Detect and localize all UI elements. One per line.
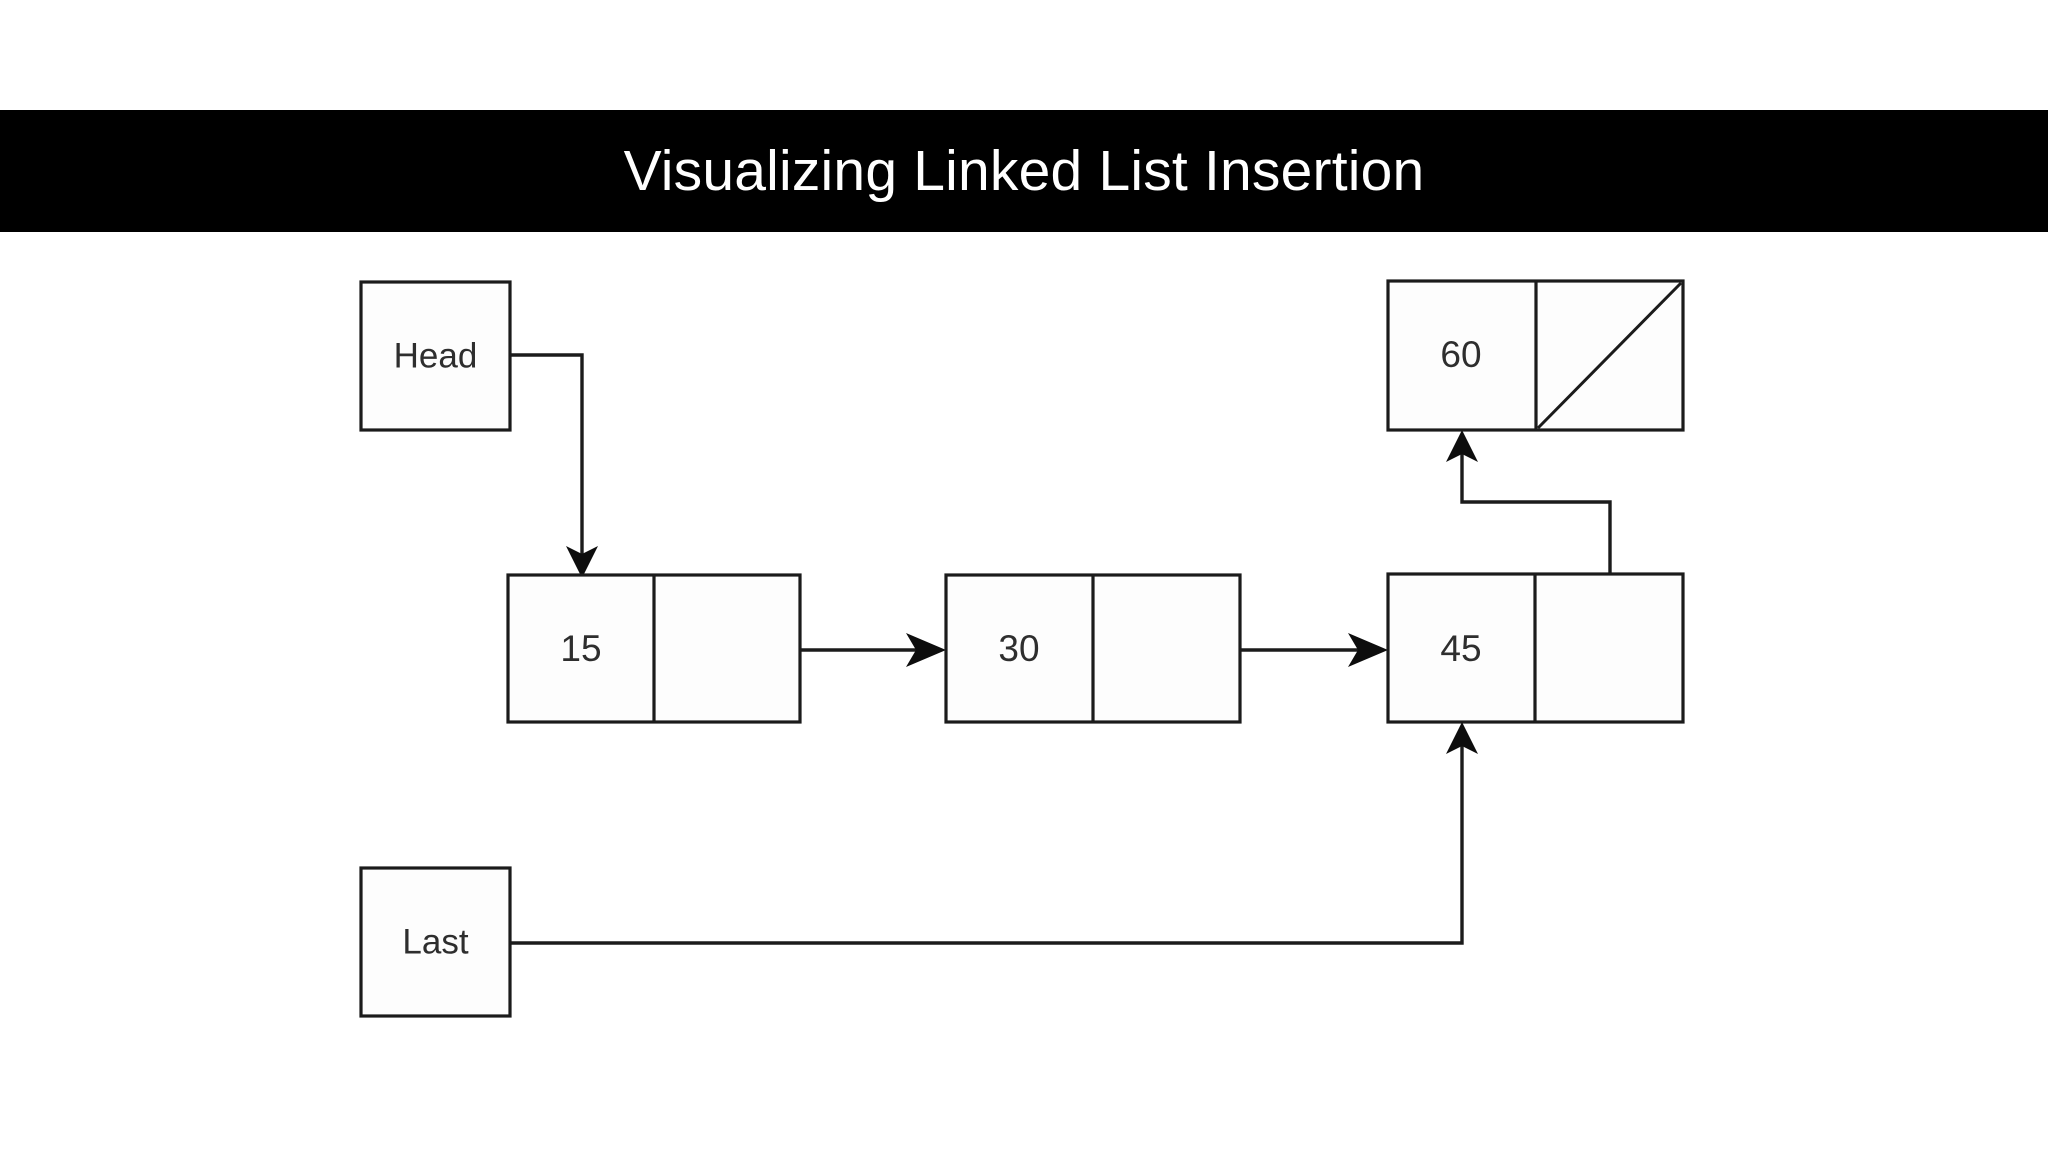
edge-node45-to-node60 (1446, 430, 1612, 574)
node-45-value: 45 (1440, 628, 1481, 669)
edge-node30-to-node45 (1240, 633, 1388, 667)
edge-45-60-line (1460, 446, 1612, 574)
edge-head-to-node15 (510, 353, 598, 578)
head-box-fill (361, 282, 510, 430)
edge-45-60-arrowhead (1446, 430, 1478, 462)
title-bar: Visualizing Linked List Insertion (0, 110, 2048, 232)
edge-head-15-line (510, 353, 584, 565)
node-45[interactable]: 45 (1386, 572, 1685, 724)
node-15-value: 15 (560, 628, 601, 669)
node-60-value: 60 (1440, 334, 1481, 375)
node-60-null-slash (1536, 281, 1683, 430)
edge-last-to-node45 (510, 722, 1478, 945)
edge-head-15-arrowhead (566, 546, 598, 578)
node-30-value: 30 (998, 628, 1039, 669)
node-30[interactable]: 30 (944, 573, 1242, 724)
edge-30-45-arrowhead (1348, 633, 1388, 667)
node-15[interactable]: 15 (506, 573, 802, 724)
head-label: Head (394, 336, 478, 375)
edge-last-45-arrowhead (1446, 722, 1478, 754)
page-title: Visualizing Linked List Insertion (623, 138, 1425, 203)
edge-last-45-line (510, 737, 1464, 945)
edge-15-30-arrowhead (906, 633, 946, 667)
edge-node15-to-node30 (800, 633, 946, 667)
last-box-fill (361, 868, 510, 1016)
pointer-box-last[interactable]: Last (359, 866, 512, 1018)
pointer-box-head[interactable]: Head (359, 280, 512, 432)
last-label: Last (402, 922, 468, 961)
node-60[interactable]: 60 (1386, 279, 1685, 432)
